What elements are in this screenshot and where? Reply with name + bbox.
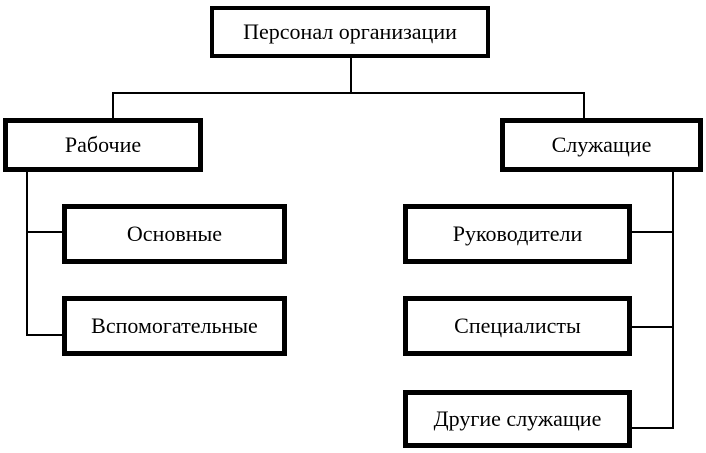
connector-stub-managers bbox=[632, 231, 672, 233]
node-auxiliary-workers: Вспомогательные bbox=[62, 296, 287, 356]
connector-stub-auxiliary bbox=[26, 334, 62, 336]
connector-drop-workers bbox=[112, 92, 114, 118]
node-employees: Служащие bbox=[500, 118, 703, 172]
node-main-workers: Основные bbox=[62, 204, 287, 264]
node-workers: Рабочие bbox=[3, 118, 203, 172]
connector-rail-workers bbox=[26, 172, 28, 336]
connector-top-horizontal bbox=[112, 92, 585, 94]
connector-rail-employees bbox=[672, 172, 674, 429]
connector-root-vertical bbox=[350, 58, 352, 92]
node-other-employees: Другие служащие bbox=[403, 390, 632, 448]
connector-stub-other-employees bbox=[632, 427, 672, 429]
node-personnel-root: Персонал организации bbox=[210, 6, 490, 58]
node-managers: Руководители bbox=[403, 204, 632, 264]
connector-stub-main-workers bbox=[26, 231, 62, 233]
connector-drop-employees bbox=[583, 92, 585, 118]
node-specialists: Специалисты bbox=[403, 296, 632, 356]
connector-stub-specialists bbox=[632, 326, 672, 328]
